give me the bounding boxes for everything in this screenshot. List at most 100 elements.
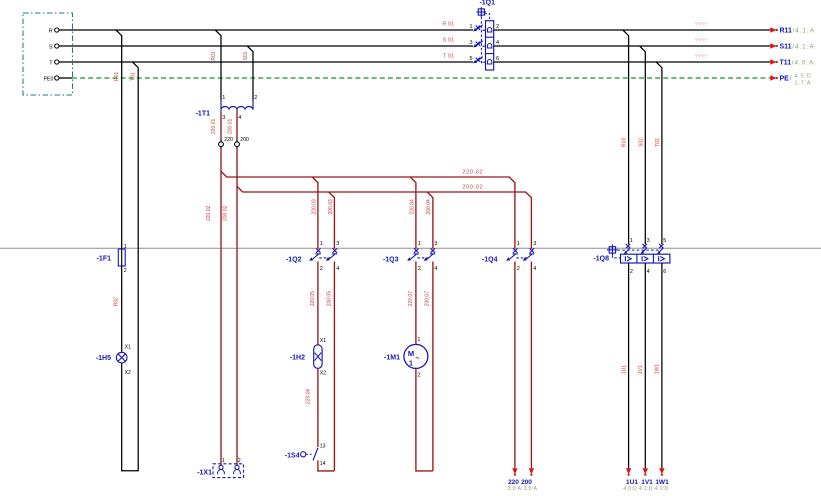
svg-text:3.0:A: 3.0:A — [508, 486, 522, 492]
svg-text:2: 2 — [418, 266, 421, 272]
svg-text:1V1: 1V1 — [638, 365, 644, 374]
svg-text:1: 1 — [417, 337, 420, 343]
svg-text:3: 3 — [470, 40, 473, 46]
svg-text:4: 4 — [533, 266, 536, 272]
svg-text:200.05: 200.05 — [327, 291, 333, 307]
svg-text:1W1: 1W1 — [655, 364, 661, 375]
svg-text:2: 2 — [496, 24, 499, 30]
svg-text:1U1: 1U1 — [626, 479, 638, 486]
svg-text:????: ???? — [695, 39, 707, 45]
svg-text:X1: X1 — [125, 345, 131, 351]
svg-text:200: 200 — [240, 137, 249, 143]
svg-text:S01: S01 — [243, 51, 249, 60]
svg-text:X2: X2 — [320, 370, 326, 376]
svg-text:3: 3 — [533, 241, 536, 247]
svg-text:-1Q4: -1Q4 — [482, 256, 498, 263]
svg-text:-1Q1: -1Q1 — [479, 0, 495, 6]
svg-text:220.04: 220.04 — [409, 199, 415, 215]
svg-text:4: 4 — [434, 266, 437, 272]
svg-text:1: 1 — [222, 458, 225, 464]
svg-text:6: 6 — [496, 56, 499, 62]
svg-text:220.05: 220.05 — [310, 291, 316, 307]
svg-text:R: R — [49, 28, 53, 34]
svg-text:T01: T01 — [131, 72, 137, 81]
svg-text:-1M1: -1M1 — [384, 354, 400, 361]
svg-text:1: 1 — [409, 361, 413, 368]
svg-text:-1H5: -1H5 — [96, 355, 111, 362]
svg-text:220.06: 220.06 — [305, 388, 311, 404]
svg-text:2: 2 — [517, 266, 520, 272]
svg-text:2: 2 — [320, 266, 323, 272]
svg-text:2: 2 — [417, 372, 420, 378]
svg-text:-1S4: -1S4 — [285, 452, 300, 459]
svg-text:1: 1 — [517, 241, 520, 247]
svg-text:4: 4 — [647, 269, 650, 275]
svg-text:1: 1 — [222, 95, 225, 101]
svg-text:5: 5 — [663, 238, 666, 244]
svg-text:S11/4.1:A: S11/4.1:A — [780, 44, 815, 51]
svg-text:3: 3 — [434, 241, 437, 247]
svg-text:200.02: 200.02 — [222, 205, 228, 221]
svg-text:2: 2 — [238, 458, 241, 464]
svg-text:200.07: 200.07 — [425, 291, 431, 307]
svg-text:-1Q8: -1Q8 — [593, 255, 609, 262]
svg-text:4.5:D: 4.5:D — [795, 74, 812, 80]
svg-text:3: 3 — [647, 238, 650, 244]
svg-text:T: T — [49, 60, 53, 66]
svg-text:14: 14 — [320, 461, 326, 467]
svg-text:220.02: 220.02 — [462, 169, 483, 175]
svg-text:S02: S02 — [638, 138, 644, 147]
svg-text:6: 6 — [663, 269, 666, 275]
svg-text:1U1: 1U1 — [621, 365, 627, 374]
svg-text:-1Q2: -1Q2 — [286, 256, 302, 263]
svg-text:M: M — [408, 349, 414, 358]
svg-text:4.1:D: 4.1:D — [655, 486, 669, 492]
svg-text:-1Q3: -1Q3 — [383, 256, 399, 263]
svg-text:3: 3 — [336, 241, 339, 247]
svg-text:T02: T02 — [655, 138, 661, 147]
svg-text:1: 1 — [320, 241, 323, 247]
svg-text:4: 4 — [336, 266, 339, 272]
svg-text:-1X1: -1X1 — [197, 469, 212, 476]
svg-text:T11/4.0:A: T11/4.0:A — [780, 60, 815, 67]
svg-text:1V1: 1V1 — [641, 479, 653, 486]
svg-text:2: 2 — [124, 268, 127, 274]
svg-text:R02: R02 — [114, 297, 120, 306]
svg-text:220.02: 220.02 — [206, 205, 212, 221]
svg-text:220.07: 220.07 — [408, 291, 414, 307]
svg-text:3: 3 — [222, 115, 225, 121]
svg-text:200.04: 200.04 — [426, 199, 432, 215]
svg-text:1: 1 — [418, 241, 421, 247]
svg-text:4.0:D: 4.0:D — [623, 486, 637, 492]
svg-text:220.03: 220.03 — [311, 199, 317, 215]
svg-text:S 01: S 01 — [443, 37, 455, 43]
svg-text:PE0: PE0 — [44, 77, 54, 83]
svg-text:R11/4.1:A: R11/4.1:A — [780, 28, 815, 35]
svg-text:PE/: PE/ — [780, 76, 792, 83]
svg-text:T 01: T 01 — [443, 53, 455, 59]
svg-text:13: 13 — [320, 443, 326, 449]
svg-text:4.1:D: 4.1:D — [639, 486, 653, 492]
svg-text:1: 1 — [124, 244, 127, 250]
svg-text:1: 1 — [630, 238, 633, 244]
svg-text:220.01: 220.01 — [211, 118, 217, 134]
svg-text:????: ???? — [695, 55, 707, 61]
svg-text:2: 2 — [254, 95, 257, 101]
svg-text:200: 200 — [521, 479, 532, 486]
svg-text:200.01: 200.01 — [228, 118, 234, 134]
svg-text:R01: R01 — [211, 51, 217, 60]
svg-text:-1H2: -1H2 — [290, 354, 305, 361]
svg-text:1W1: 1W1 — [655, 479, 669, 486]
svg-text:????: ???? — [695, 23, 707, 29]
svg-text:1.7:A: 1.7:A — [795, 80, 812, 86]
svg-text:R01: R01 — [114, 72, 120, 81]
svg-text:220: 220 — [224, 137, 233, 143]
svg-text:R03: R03 — [622, 138, 628, 147]
svg-text:1: 1 — [470, 24, 473, 30]
svg-text:4: 4 — [496, 40, 499, 46]
svg-text:R 01: R 01 — [442, 21, 454, 27]
svg-text:~: ~ — [415, 355, 419, 362]
svg-text:2: 2 — [630, 269, 633, 275]
svg-text:3.0:A: 3.0:A — [524, 486, 538, 492]
svg-text:5: 5 — [470, 56, 473, 62]
